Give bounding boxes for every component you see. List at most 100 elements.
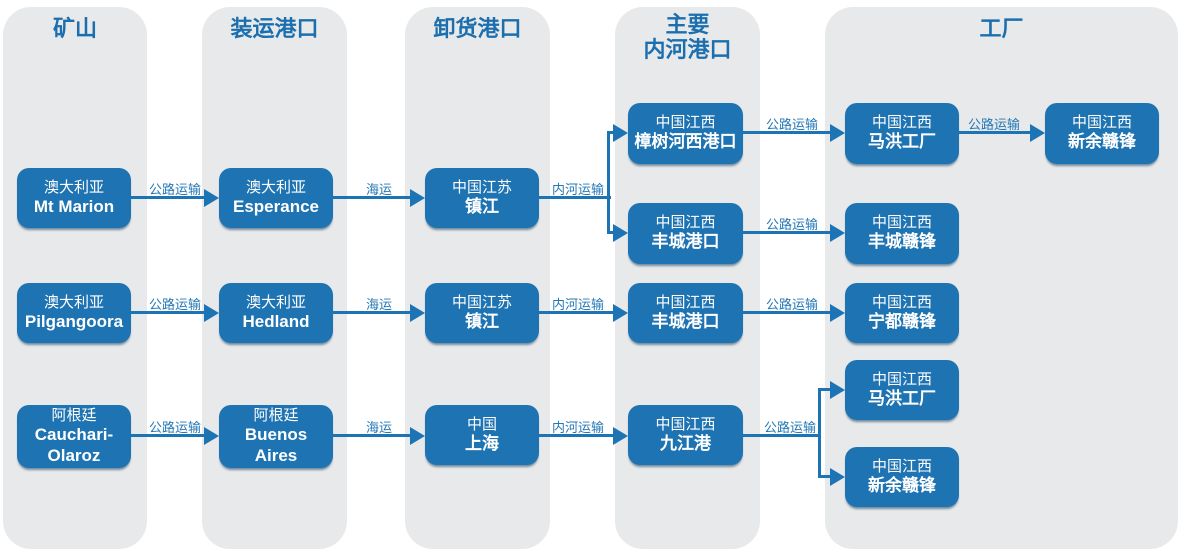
node-river-fengcheng-2: 中国江西 丰城港口 xyxy=(628,283,743,343)
node-label: 马洪工厂 xyxy=(868,132,936,152)
node-factory-mahong-1: 中国江西 马洪工厂 xyxy=(845,103,959,164)
edge-9-arrowhead-icon xyxy=(613,304,628,322)
node-label: Cauchari- Olaroz xyxy=(34,425,114,465)
edge-14-branch-line xyxy=(818,388,821,478)
column-title-unloading-ports: 卸货港口 xyxy=(433,16,522,41)
node-unload-zhenjiang-1: 中国江苏 镇江 xyxy=(425,168,539,228)
edge-14-arrowhead-top-icon xyxy=(830,381,845,399)
edge-5-label: 公路运输 xyxy=(967,117,1020,132)
node-label: 丰城赣锋 xyxy=(868,232,936,252)
edge-2-arrowhead-icon xyxy=(410,189,425,207)
node-label: 新余赣锋 xyxy=(868,475,936,495)
node-region: 中国江苏 xyxy=(451,178,512,196)
edge-3-arrowhead-bottom-icon xyxy=(613,224,628,242)
edge-14-label: 公路运输 xyxy=(763,420,816,435)
edge-11-arrowhead-icon xyxy=(204,427,219,445)
node-label: 樟树河西港口 xyxy=(634,132,737,152)
edge-14-line xyxy=(743,434,821,437)
edge-7-arrowhead-icon xyxy=(204,304,219,322)
node-mine-pilgangoora: 澳大利亚 Pilgangoora xyxy=(17,283,131,343)
node-region: 澳大利亚 xyxy=(43,178,104,196)
edge-3-label: 内河运输 xyxy=(551,182,604,197)
edge-1-line xyxy=(131,196,204,199)
edge-10-arrowhead-icon xyxy=(830,304,845,322)
edge-1-label: 公路运输 xyxy=(148,182,201,197)
node-label: Mt Marion xyxy=(33,196,115,216)
node-region: 阿根廷 xyxy=(253,407,299,425)
node-factory-xinyu-ganfeng-1: 中国江西 新余赣锋 xyxy=(1045,103,1159,164)
edge-4-arrowhead-icon xyxy=(830,124,845,142)
column-river-ports xyxy=(615,7,760,549)
edge-6-arrowhead-icon xyxy=(830,224,845,242)
edge-10-label: 公路运输 xyxy=(765,297,818,312)
node-region: 澳大利亚 xyxy=(245,293,306,311)
node-label: Esperance xyxy=(233,196,319,216)
edge-7-label: 公路运输 xyxy=(148,297,201,312)
node-region: 中国江西 xyxy=(871,457,932,475)
edge-10-line xyxy=(743,311,830,314)
column-unloading-ports xyxy=(405,7,550,549)
column-title-mines: 矿山 xyxy=(52,16,97,41)
edge-12-arrowhead-icon xyxy=(410,427,425,445)
edge-8-label: 海运 xyxy=(365,297,392,312)
edge-3-arrowhead-top-icon xyxy=(613,124,628,142)
node-region: 中国 xyxy=(466,415,497,433)
edge-12-label: 海运 xyxy=(365,420,392,435)
node-label: 镇江 xyxy=(465,311,499,331)
node-region: 澳大利亚 xyxy=(43,293,104,311)
node-factory-fengcheng-ganfeng: 中国江西 丰城赣锋 xyxy=(845,203,959,264)
node-factory-xinyu-ganfeng-2: 中国江西 新余赣锋 xyxy=(845,447,959,507)
node-label: 马洪工厂 xyxy=(868,388,936,408)
node-region: 中国江西 xyxy=(655,214,716,232)
edge-2-line xyxy=(333,196,410,199)
edge-6-line xyxy=(743,231,830,234)
node-factory-mahong-2: 中国江西 马洪工厂 xyxy=(845,360,959,420)
edge-12-line xyxy=(333,434,410,437)
column-title-river-ports: 主要 内河港口 xyxy=(643,12,732,63)
edge-14-arrowhead-bottom-icon xyxy=(830,468,845,486)
node-river-jiujiang: 中国江西 九江港 xyxy=(628,405,743,465)
edge-2-label: 海运 xyxy=(365,182,392,197)
edge-9-line xyxy=(539,311,613,314)
edge-5-arrowhead-icon xyxy=(1030,124,1045,142)
node-label: 上海 xyxy=(465,433,499,453)
edge-4-line xyxy=(743,131,830,134)
edge-7-line xyxy=(131,311,204,314)
node-factory-ningdu-ganfeng: 中国江西 宁都赣锋 xyxy=(845,283,959,343)
node-label: 九江港 xyxy=(660,433,711,453)
node-port-hedland: 澳大利亚 Hedland xyxy=(219,283,333,343)
node-region: 中国江西 xyxy=(871,114,932,132)
edge-3-stub-top xyxy=(607,131,615,134)
node-label: 镇江 xyxy=(465,196,499,216)
edge-14-stub-top xyxy=(818,388,831,391)
node-label: 丰城港口 xyxy=(651,232,720,252)
edge-3-line xyxy=(539,196,611,199)
node-region: 中国江西 xyxy=(655,293,716,311)
column-title-loading-ports: 装运港口 xyxy=(230,16,319,41)
node-region: 中国江西 xyxy=(655,114,716,132)
column-title-factories: 工厂 xyxy=(979,16,1024,41)
node-region: 澳大利亚 xyxy=(245,178,306,196)
node-region: 中国江西 xyxy=(655,415,716,433)
node-unload-zhenjiang-2: 中国江苏 镇江 xyxy=(425,283,539,343)
edge-1-arrowhead-icon xyxy=(204,189,219,207)
edge-13-arrowhead-icon xyxy=(613,427,628,445)
node-river-zhangshu: 中国江西 樟树河西港口 xyxy=(628,103,743,164)
node-mine-cauchari-olaroz: 阿根廷 Cauchari- Olaroz xyxy=(17,405,131,468)
node-region: 中国江西 xyxy=(871,370,932,388)
edge-9-label: 内河运输 xyxy=(551,297,604,312)
node-label: Buenos Aires xyxy=(244,425,308,465)
node-label: Pilgangoora xyxy=(24,311,124,331)
edge-11-line xyxy=(131,434,204,437)
node-label: 丰城港口 xyxy=(651,311,720,331)
node-region: 中国江西 xyxy=(871,214,932,232)
edge-8-arrowhead-icon xyxy=(410,304,425,322)
node-region: 中国江苏 xyxy=(451,293,512,311)
node-label: 宁都赣锋 xyxy=(868,311,936,331)
node-region: 阿根廷 xyxy=(51,407,97,425)
node-port-buenos-aires: 阿根廷 Buenos Aires xyxy=(219,405,333,468)
edge-11-label: 公路运输 xyxy=(148,420,201,435)
edge-14-stub-bottom xyxy=(818,475,831,478)
edge-13-label: 内河运输 xyxy=(551,420,604,435)
